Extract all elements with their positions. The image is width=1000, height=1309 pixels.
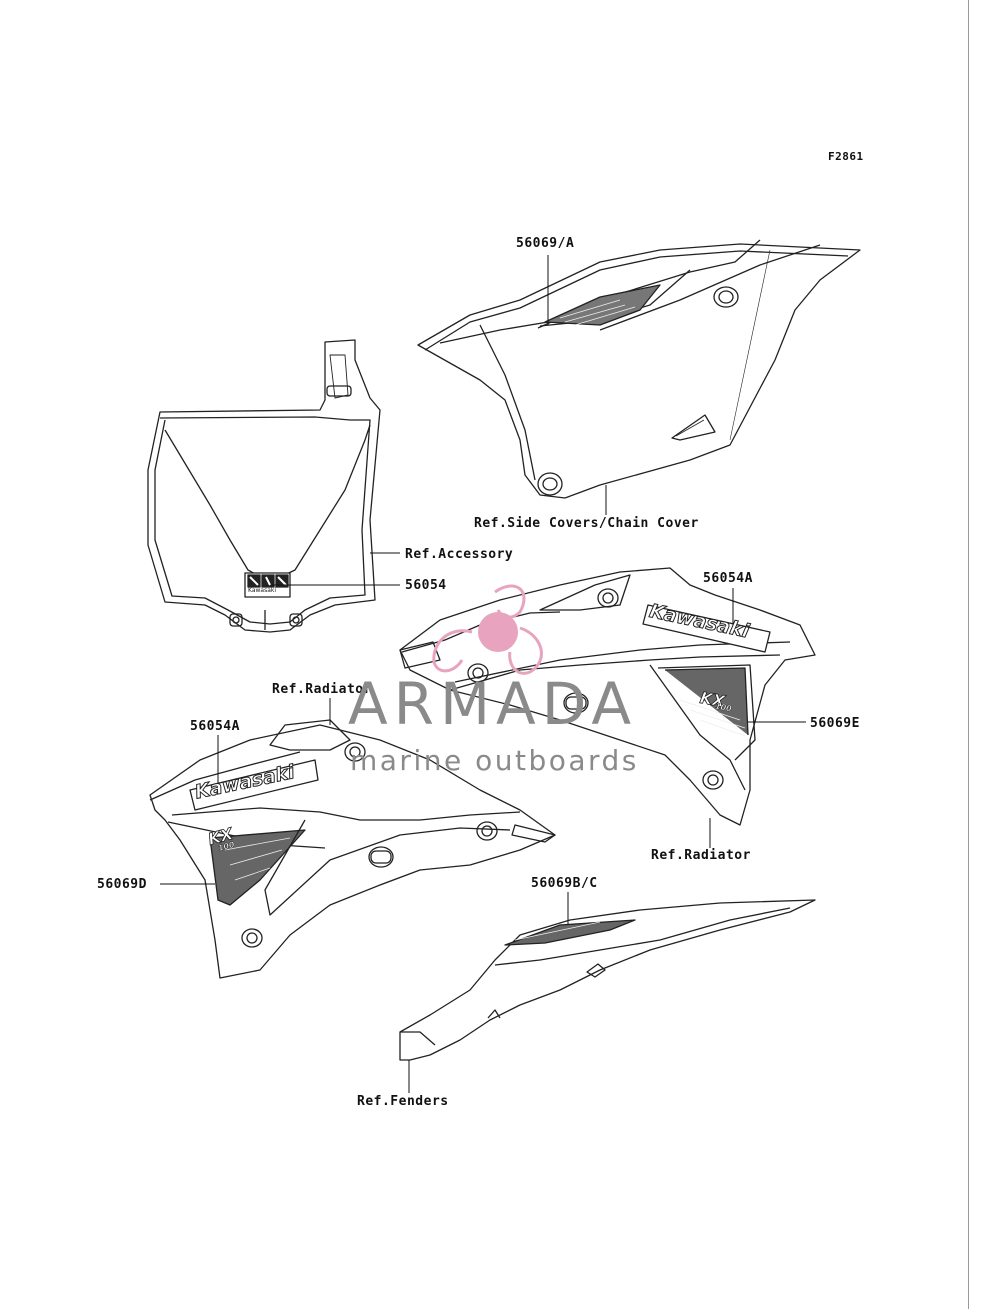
right-shroud-part <box>399 567 816 826</box>
watermark-subtitle: marine outboards <box>350 744 639 777</box>
part-56054A-right-label[interactable]: 56054A <box>703 571 753 586</box>
ref-side-covers-label[interactable]: Ref.Side Covers/Chain Cover <box>474 516 699 531</box>
rear-fender-part <box>399 899 816 1061</box>
watermark-propeller-logo <box>432 584 543 675</box>
figure-code: F2861 <box>828 150 864 163</box>
ref-radiator-left-label[interactable]: Ref.Radiator <box>272 682 372 697</box>
part-56069E-label[interactable]: 56069E <box>810 716 860 731</box>
part-56069D-label[interactable]: 56069D <box>97 877 147 892</box>
part-56069BC-label[interactable]: 56069B/C <box>531 876 598 891</box>
ref-fenders-label[interactable]: Ref.Fenders <box>357 1094 449 1109</box>
left-shroud-part <box>149 719 556 979</box>
watermark-title: ARMADA <box>348 670 638 738</box>
page-border <box>968 0 969 1309</box>
ref-radiator-right-label[interactable]: Ref.Radiator <box>651 848 751 863</box>
part-56054A-left-label[interactable]: 56054A <box>190 719 240 734</box>
ref-accessory-label[interactable]: Ref.Accessory <box>405 547 514 562</box>
leader-lines <box>160 255 806 1093</box>
part-56054-label[interactable]: 56054 <box>405 578 447 593</box>
part-56069A-label[interactable]: 56069/A <box>516 236 575 251</box>
side-cover-part <box>417 239 861 499</box>
number-plate-decal-text: Kawasaki <box>248 587 277 594</box>
number-plate-part <box>147 339 381 633</box>
